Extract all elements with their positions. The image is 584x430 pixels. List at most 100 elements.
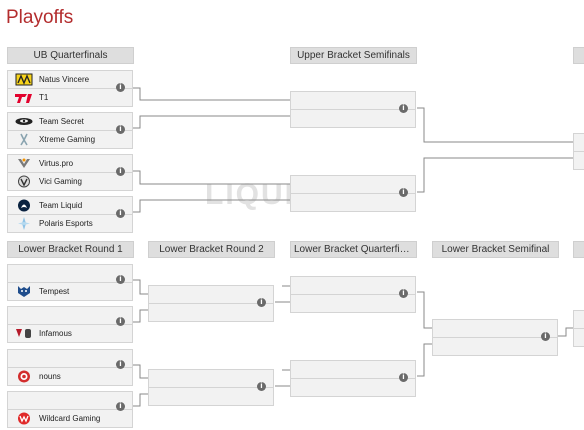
match-info-icon[interactable]: i <box>116 402 125 411</box>
match-info-icon[interactable]: i <box>116 167 125 176</box>
team-slot[interactable] <box>149 388 273 405</box>
header-ub-final-partial <box>573 47 584 64</box>
team-slot[interactable] <box>291 110 415 127</box>
team-card[interactable]: nouns i <box>7 349 133 386</box>
match-lbr2-2[interactable]: i <box>148 369 274 406</box>
team-slot[interactable] <box>8 350 132 368</box>
team-slot[interactable] <box>149 370 273 388</box>
team-slot[interactable]: Wildcard Gaming <box>8 410 132 427</box>
match-lbr2-1[interactable]: i <box>148 285 274 322</box>
match-lbr1-2[interactable]: nouns i Wildcard Gaming i <box>7 349 133 428</box>
match-info-icon[interactable]: i <box>399 188 408 197</box>
match-info-icon[interactable]: i <box>399 373 408 382</box>
header-lb-round-1: Lower Bracket Round 1 <box>7 241 134 258</box>
header-lb-round-2: Lower Bracket Round 2 <box>148 241 275 258</box>
team-slot[interactable]: Vici Gaming <box>8 173 132 190</box>
team-name: Tempest <box>39 287 70 296</box>
tempest-logo-icon <box>18 286 30 297</box>
team-slot[interactable] <box>149 304 273 321</box>
team-card[interactable]: Tempest i <box>7 264 133 301</box>
match-lbr1-1[interactable]: Tempest i Infamous i <box>7 264 133 343</box>
team-slot[interactable] <box>291 194 415 211</box>
wildcard-gaming-logo-icon <box>18 412 30 425</box>
team-name: Polaris Esports <box>39 219 93 228</box>
team-slot[interactable] <box>8 265 132 283</box>
match-ubsf-1[interactable]: i <box>290 91 416 128</box>
team-slot[interactable] <box>574 311 584 329</box>
team-name: Natus Vincere <box>39 75 90 84</box>
team-name: Virtus.pro <box>39 159 74 168</box>
match-ubqf-1[interactable]: Natus Vincere T1 i <box>7 70 133 107</box>
team-liquid-logo-icon <box>18 199 30 212</box>
match-ubqf-4[interactable]: Team Liquid Polaris Esports i <box>7 196 133 233</box>
match-ub-final-partial[interactable] <box>573 133 584 170</box>
match-info-icon[interactable]: i <box>399 289 408 298</box>
vici-gaming-logo-icon <box>18 175 30 188</box>
team-card[interactable]: Infamous i <box>7 306 133 343</box>
match-lbqf-1[interactable]: i <box>290 276 416 313</box>
match-info-icon[interactable]: i <box>116 125 125 134</box>
team-name: Vici Gaming <box>39 177 82 186</box>
team-slot[interactable] <box>8 307 132 325</box>
match-info-icon[interactable]: i <box>399 104 408 113</box>
team-secret-logo-icon <box>15 118 33 125</box>
team-slot[interactable] <box>291 277 415 295</box>
match-info-icon[interactable]: i <box>257 382 266 391</box>
team-name: Wildcard Gaming <box>39 414 101 423</box>
match-lbqf-2[interactable]: i <box>290 360 416 397</box>
team-name: Xtreme Gaming <box>39 135 96 144</box>
match-info-icon[interactable]: i <box>116 317 125 326</box>
match-info-icon[interactable]: i <box>116 275 125 284</box>
nouns-logo-icon <box>18 370 30 383</box>
header-ub-quarterfinals: UB Quarterfinals <box>7 47 134 64</box>
team-slot[interactable] <box>8 392 132 410</box>
team-slot[interactable]: nouns <box>8 368 132 385</box>
match-info-icon[interactable]: i <box>116 360 125 369</box>
infamous-logo-icon <box>16 329 31 338</box>
team-slot[interactable] <box>291 361 415 379</box>
team-slot[interactable] <box>291 379 415 396</box>
team-slot[interactable]: Virtus.pro <box>8 155 132 173</box>
team-slot[interactable] <box>574 329 584 346</box>
t1-logo-icon <box>15 94 32 103</box>
match-info-icon[interactable]: i <box>116 83 125 92</box>
team-slot[interactable] <box>433 338 557 355</box>
natus-vincere-logo-icon <box>15 73 33 86</box>
team-slot[interactable]: Natus Vincere <box>8 71 132 89</box>
match-info-icon[interactable]: i <box>541 332 550 341</box>
team-name: Team Liquid <box>39 201 83 210</box>
team-slot[interactable]: Infamous <box>8 325 132 342</box>
team-slot[interactable] <box>291 295 415 312</box>
match-ubqf-3[interactable]: Virtus.pro Vici Gaming i <box>7 154 133 191</box>
team-card[interactable]: Wildcard Gaming i <box>7 391 133 428</box>
match-lbsf-1[interactable]: i <box>432 319 558 356</box>
team-slot[interactable] <box>291 176 415 194</box>
header-ub-semifinals: Upper Bracket Semifinals <box>290 47 417 64</box>
team-slot[interactable]: Team Liquid <box>8 197 132 215</box>
match-info-icon[interactable]: i <box>116 209 125 218</box>
team-slot[interactable] <box>574 152 584 169</box>
team-slot[interactable]: T1 <box>8 89 132 106</box>
match-ubqf-2[interactable]: Team Secret Xtreme Gaming i <box>7 112 133 149</box>
team-slot[interactable] <box>574 134 584 152</box>
match-info-icon[interactable]: i <box>257 298 266 307</box>
header-lb-final-partial <box>573 241 584 258</box>
match-lb-final-partial[interactable] <box>573 310 584 347</box>
team-slot[interactable]: Tempest <box>8 283 132 300</box>
polaris-esports-logo-icon <box>18 217 30 230</box>
team-name: nouns <box>39 372 61 381</box>
team-name: T1 <box>39 93 49 102</box>
header-lb-semifinal: Lower Bracket Semifinal <box>432 241 559 258</box>
team-slot[interactable]: Xtreme Gaming <box>8 131 132 148</box>
team-slot[interactable] <box>291 92 415 110</box>
match-ubsf-2[interactable]: i <box>290 175 416 212</box>
virtus-pro-logo-icon <box>18 158 30 168</box>
team-slot[interactable] <box>433 320 557 338</box>
team-slot[interactable]: Polaris Esports <box>8 215 132 232</box>
team-slot[interactable] <box>149 286 273 304</box>
xtreme-gaming-logo-icon <box>20 133 28 146</box>
team-name: Team Secret <box>39 117 84 126</box>
page-title: Playoffs <box>6 7 74 28</box>
team-slot[interactable]: Team Secret <box>8 113 132 131</box>
